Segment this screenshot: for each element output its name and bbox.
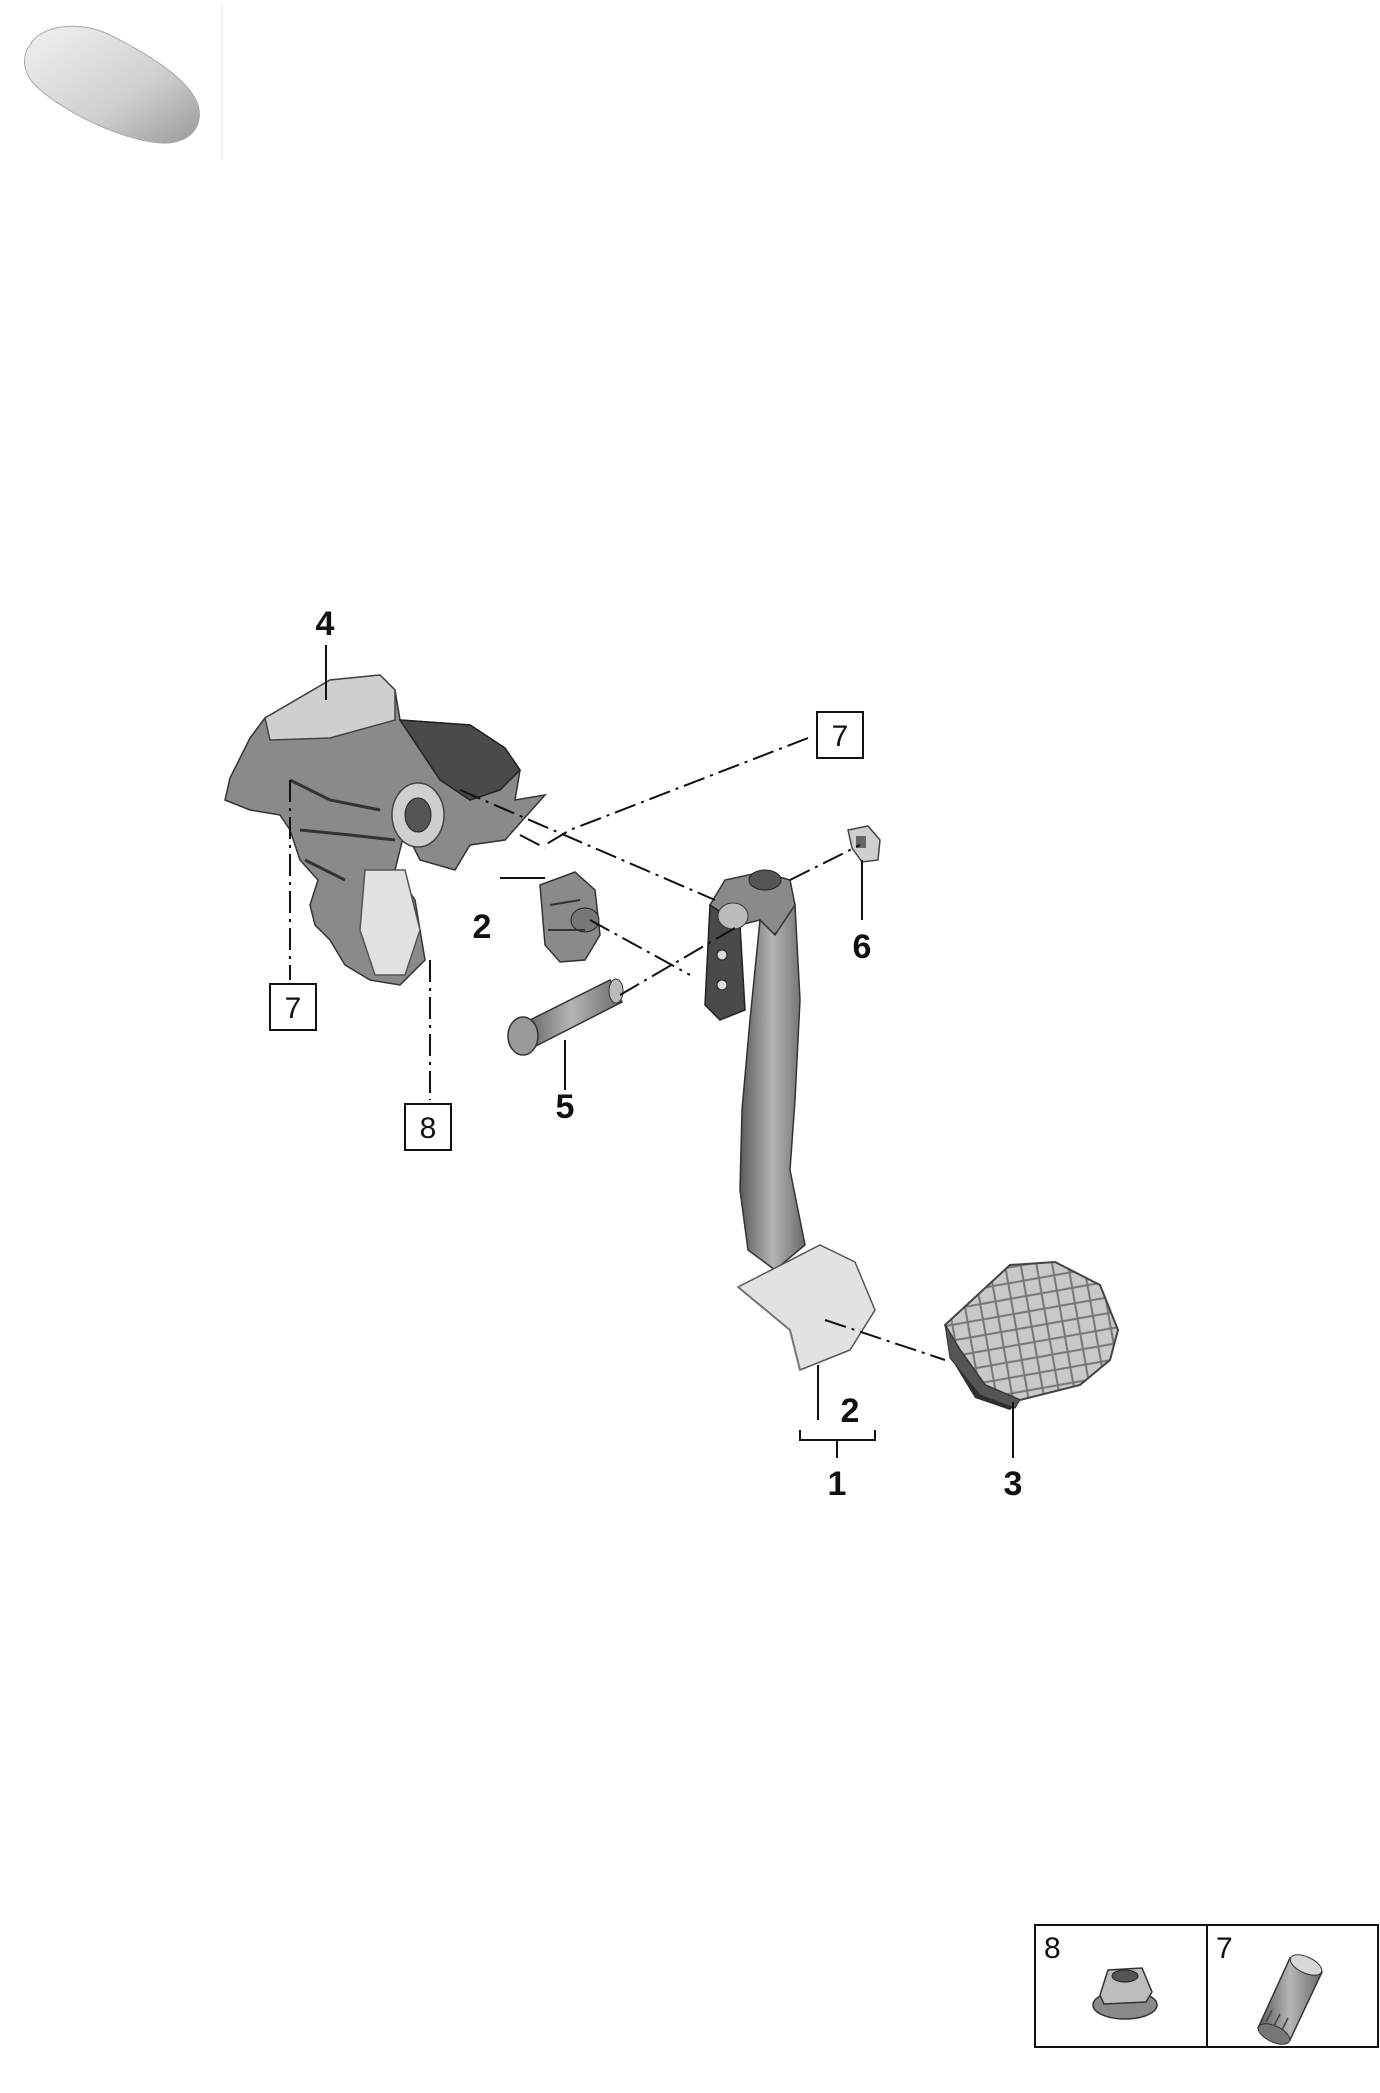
bushing-clip-part	[539, 871, 601, 963]
pedal-bracket-part	[224, 674, 547, 986]
retaining-clip-part	[847, 825, 881, 863]
callout-5: 5	[556, 1088, 575, 1126]
legend-cell-nut: 8	[1044, 1932, 1158, 2020]
callout-2-lower: 2	[841, 1392, 860, 1430]
box-reference-left: 7	[269, 983, 317, 1031]
pivot-pin-part	[507, 978, 624, 1056]
legend-cell-sleeve: 7	[1216, 1932, 1324, 2045]
box-reference-bottom-left: 8	[404, 1103, 452, 1151]
callout-4: 4	[316, 605, 335, 643]
leader-lines	[325, 645, 1014, 1458]
flange-nut-icon	[1092, 1967, 1158, 2020]
callout-2-upper: 2	[473, 908, 492, 946]
pedal-lever-part	[704, 869, 876, 1372]
threaded-sleeve-icon	[1256, 1954, 1324, 2045]
callout-6: 6	[853, 928, 872, 966]
svg-text:7: 7	[285, 992, 302, 1025]
callout-3: 3	[1004, 1465, 1023, 1503]
callout-1: 1	[828, 1465, 847, 1503]
svg-text:7: 7	[832, 720, 849, 753]
svg-text:7: 7	[1216, 1932, 1233, 1965]
svg-text:8: 8	[420, 1112, 437, 1145]
box-reference-top-right: 7	[816, 711, 864, 759]
pedal-pad-part	[943, 1260, 1120, 1410]
fastener-legend: 8 7	[1034, 1924, 1379, 2048]
callout-labels: 4 2 6 5 2 1 3	[316, 605, 1023, 1503]
svg-text:8: 8	[1044, 1932, 1061, 1965]
dash-dot-lines	[289, 737, 946, 1361]
vehicle-silhouette-icon	[24, 5, 223, 160]
